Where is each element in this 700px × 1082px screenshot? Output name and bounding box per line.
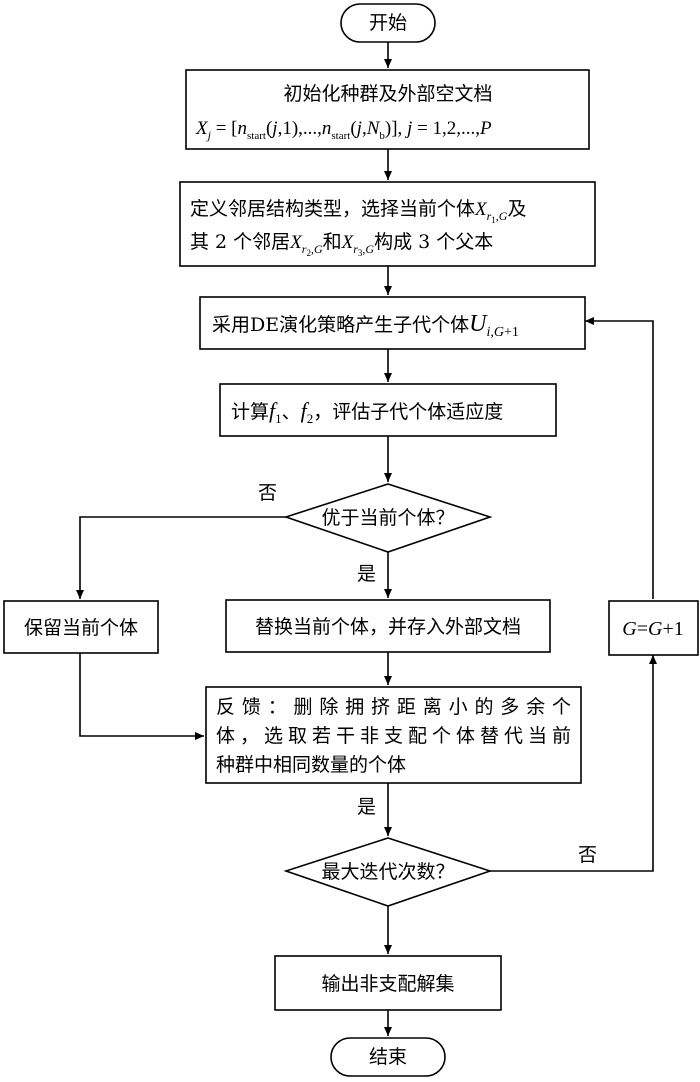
- label-no-better: 否: [258, 482, 277, 504]
- replace-process: 替换当前个体，并存入外部文档: [225, 599, 551, 653]
- neighbor-process: 定义邻居结构类型，选择当前个体Xr1,G及 其 2 个邻居Xr2,G和Xr3,G…: [179, 181, 596, 267]
- arrow-decision-to-keep: [76, 516, 286, 599]
- keep-process: 保留当前个体: [3, 600, 159, 654]
- arrow-maxcheck-to-increment: [490, 655, 657, 872]
- de-process: 采用DE演化策略产生子代个体Ui,G+1: [199, 296, 586, 350]
- arrow-increment-to-de: [585, 317, 654, 599]
- feedback-process: 反馈：删除拥挤距离小的多余个 体，选取若干非支配个体替代当前 种群中相同数量的个…: [205, 686, 582, 784]
- init-process: 初始化种群及外部空文档 Xj = [nstart(j,1),...,nstart…: [185, 69, 590, 150]
- start-terminal: 开始: [340, 3, 436, 43]
- increment-process: G=G+1: [608, 600, 699, 656]
- connectors: [76, 42, 657, 1036]
- max-iter-label: 最大迭代次数？: [321, 861, 454, 883]
- end-label: 结束: [369, 1046, 407, 1068]
- max-iter-decision: 最大迭代次数？: [283, 837, 493, 907]
- replace-label: 替换当前个体，并存入外部文档: [255, 616, 521, 638]
- keep-label: 保留当前个体: [24, 617, 138, 639]
- output-process: 输出非支配解集: [274, 955, 502, 1011]
- feedback-line3: 种群中相同数量的个体: [216, 754, 406, 776]
- better-decision: 优于当前个体？: [283, 483, 493, 553]
- end-terminal: 结束: [330, 1037, 446, 1077]
- fitness-process: 计算f1、f2，评估子代个体适应度: [219, 383, 557, 437]
- better-decision-label: 优于当前个体？: [321, 507, 454, 529]
- output-label: 输出非支配解集: [321, 973, 454, 995]
- arrow-keep-to-feedback: [79, 653, 204, 740]
- init-title: 初始化种群及外部空文档: [283, 83, 492, 105]
- label-yes-better: 是: [357, 563, 376, 585]
- init-formula: Xj = [nstart(j,1),...,nstart(j,Nb)], j =…: [195, 118, 492, 142]
- fitness-label: 计算f1、f2，评估子代个体适应度: [231, 398, 503, 426]
- de-label: 采用DE演化策略产生子代个体Ui,G+1: [212, 311, 519, 340]
- label-no-max: 否: [578, 844, 597, 866]
- start-label: 开始: [369, 12, 407, 34]
- feedback-line2: 体，选取若干非支配个体替代当前: [216, 725, 571, 747]
- increment-label: G=G+1: [622, 618, 683, 640]
- label-yes-max: 是: [357, 796, 376, 818]
